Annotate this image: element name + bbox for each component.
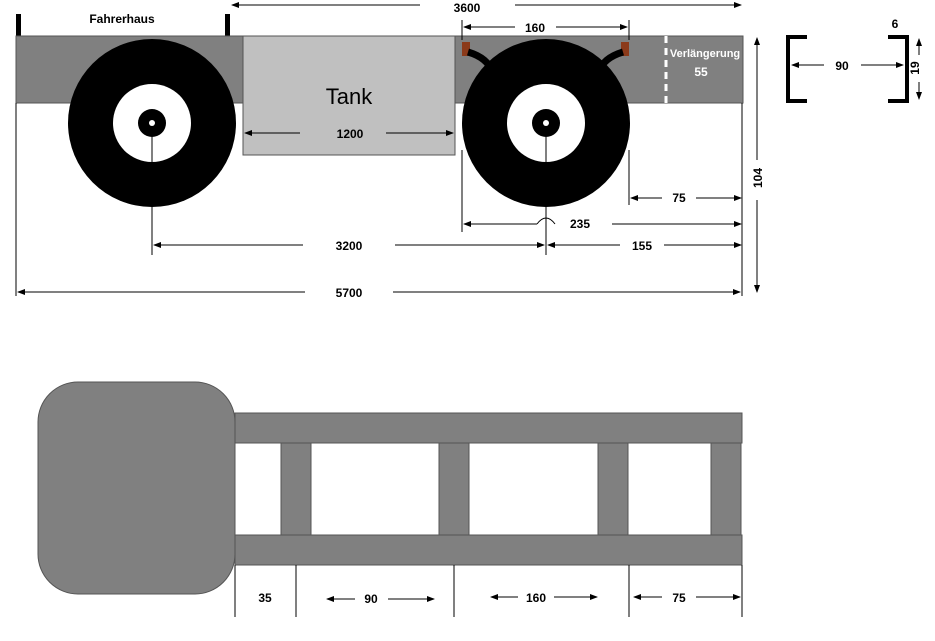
dim-90-bottom-label: 90 — [364, 592, 378, 606]
cab-label: Fahrerhaus — [89, 12, 155, 26]
crossmember-3 — [597, 442, 629, 536]
spring-mount-left — [462, 42, 470, 56]
tank-body — [242, 35, 456, 156]
rear-axle-center — [543, 120, 549, 126]
dim-160-bottom-label: 160 — [526, 591, 546, 605]
dim-160-top-label: 160 — [525, 21, 545, 35]
dim-90-profile-label: 90 — [835, 59, 849, 73]
top-cab — [37, 381, 236, 595]
extension-value: 55 — [694, 65, 708, 79]
dim-3200-label: 3200 — [336, 239, 363, 253]
dim-3600-label: 3600 — [454, 1, 481, 15]
top-rail-lower — [234, 534, 743, 566]
crossmember-2 — [438, 442, 470, 536]
extension-label: Verlängerung — [670, 48, 740, 60]
dim-5700-label: 5700 — [336, 286, 363, 300]
dim-6-label: 6 — [892, 17, 899, 31]
dim-235-label: 235 — [570, 217, 590, 231]
top-rail-upper — [234, 412, 743, 444]
dim-75-top-label: 75 — [672, 191, 686, 205]
cab-post-left — [16, 14, 21, 36]
profile-cross-section: 6 90 19 — [786, 17, 922, 103]
profile-channel-right — [888, 35, 909, 103]
top-view: 35 90 160 75 — [37, 381, 743, 617]
dim-155-label: 155 — [632, 239, 652, 253]
tank-label: Tank — [326, 84, 373, 109]
dim-35-label: 35 — [258, 591, 272, 605]
front-axle-center — [149, 120, 155, 126]
dim-75-bottom-label: 75 — [672, 591, 686, 605]
cab-post-right — [225, 14, 230, 36]
spring-mount-right — [621, 42, 629, 56]
dim-1200-label: 1200 — [337, 127, 364, 141]
dim-235-crossing — [536, 217, 556, 225]
dim-19-label: 19 — [908, 61, 922, 75]
profile-channel-left — [786, 35, 807, 103]
side-view: Fahrerhaus Verlängerung 55 Tank 1200 — [15, 1, 765, 300]
dim-104-label: 104 — [751, 168, 765, 188]
crossmember-4 — [710, 442, 742, 536]
crossmember-1 — [280, 442, 312, 536]
